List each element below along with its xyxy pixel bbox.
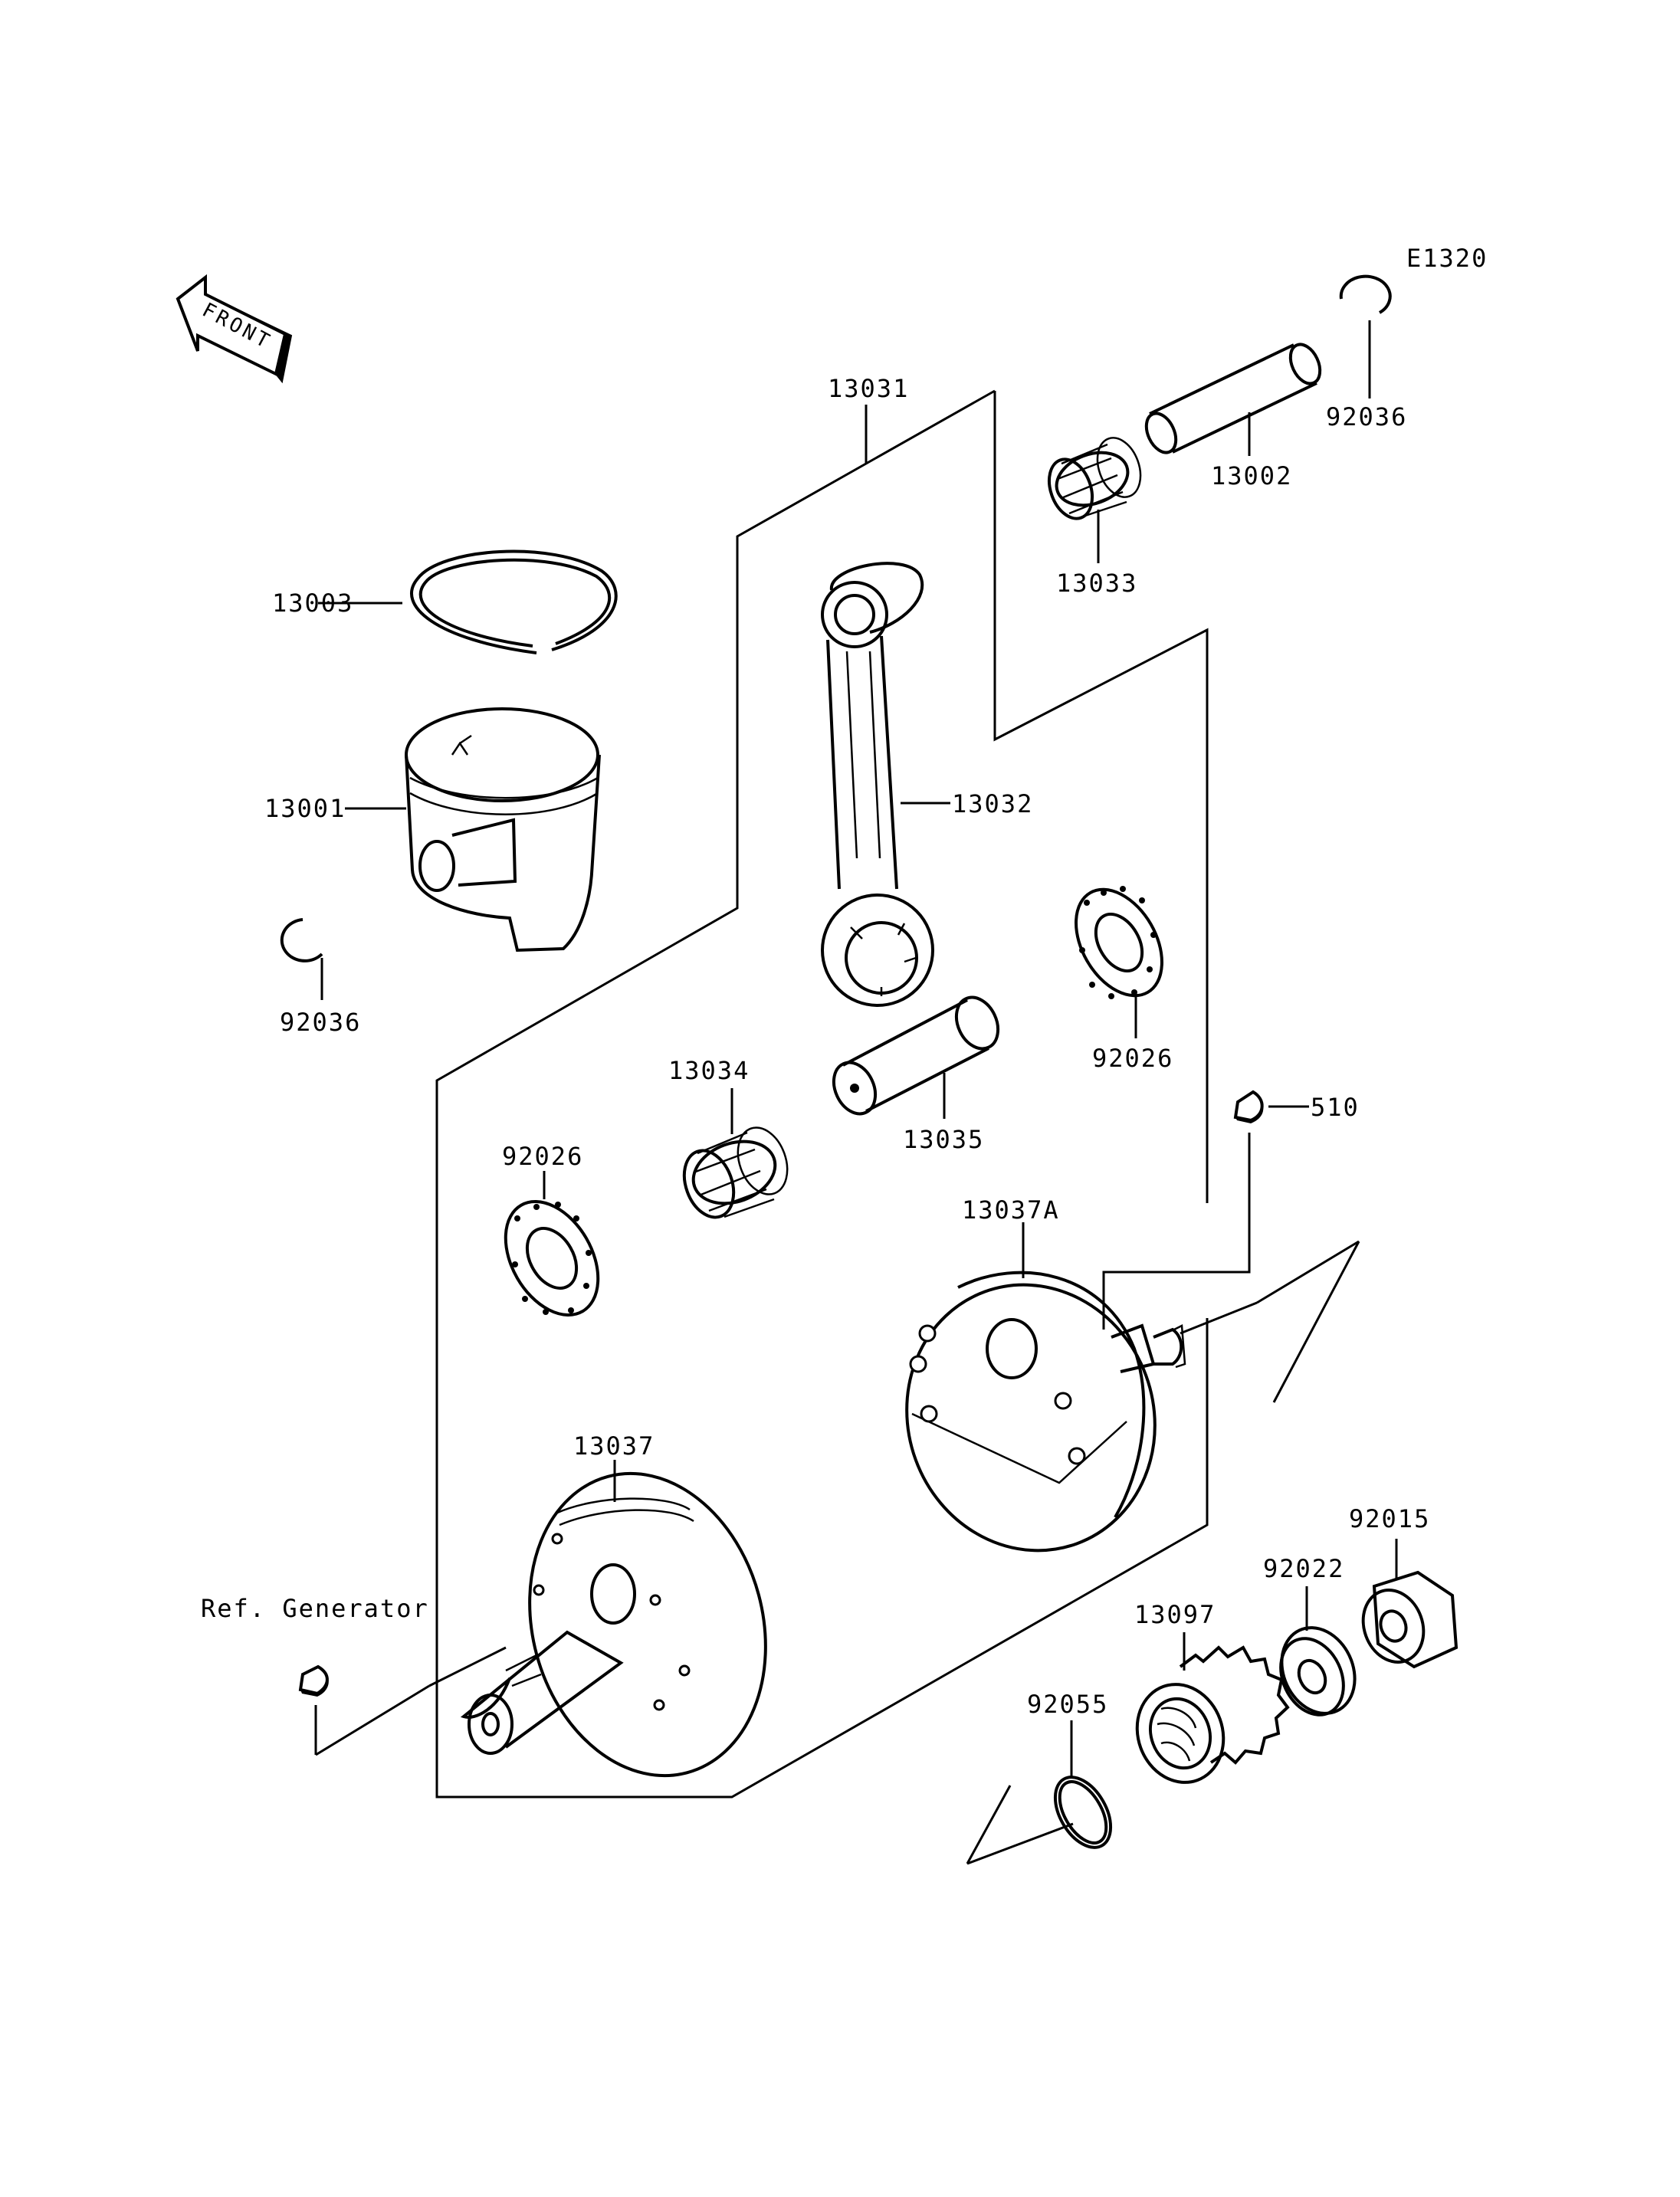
assembly-frame (435, 389, 1251, 1799)
label-92026-right: 92026 (1092, 1044, 1173, 1073)
crank-half-13037 (428, 1460, 767, 1778)
label-13035: 13035 (903, 1125, 984, 1154)
washer-holes-left (512, 1202, 592, 1315)
label-13097: 13097 (1134, 1600, 1216, 1629)
diagram-code: E1320 (1406, 244, 1488, 273)
thrust-washer-92026-right (1075, 886, 1163, 1038)
label-13003: 13003 (272, 589, 353, 618)
label-92022: 92022 (1263, 1554, 1344, 1583)
label-92036-left: 92036 (280, 1008, 361, 1037)
crank-pin-13035 (832, 995, 1000, 1119)
needle-bearing-13034 (682, 1088, 789, 1219)
piston-ring-13003 (318, 549, 618, 654)
woodruff-key-510 (1233, 1090, 1309, 1157)
front-arrow-icon: FRONT (176, 274, 293, 384)
needle-bearing-13033 (1047, 437, 1142, 563)
thrust-washer-92026-left (504, 1171, 600, 1317)
generator-key (298, 1664, 430, 1756)
circlip-92036-top (1339, 274, 1392, 398)
label-13032: 13032 (952, 789, 1033, 818)
label-13037: 13037 (573, 1431, 655, 1461)
piston-13001 (345, 707, 601, 953)
label-ref-generator: Ref. Generator (201, 1594, 429, 1623)
label-13034: 13034 (668, 1056, 750, 1085)
label-13037A: 13037A (962, 1195, 1060, 1225)
label-13031: 13031 (828, 374, 909, 403)
piston-pin-13002 (1144, 343, 1322, 456)
axis-arrow-right (1256, 1240, 1360, 1403)
washer-92022 (1279, 1586, 1357, 1717)
label-13002: 13002 (1211, 461, 1292, 490)
label-13033: 13033 (1056, 569, 1137, 598)
label-92015: 92015 (1349, 1504, 1430, 1533)
label-13001: 13001 (264, 794, 346, 823)
crank-half-13037A (905, 1222, 1258, 1553)
washer-holes-right (1079, 886, 1157, 999)
connecting-rod-13032 (821, 562, 950, 1007)
o-ring-92055 (966, 1720, 1113, 1865)
label-92055: 92055 (1027, 1690, 1108, 1719)
label-92036-top: 92036 (1326, 402, 1407, 431)
gear-13097 (1135, 1632, 1290, 1784)
circlip-92036-left (280, 918, 323, 1000)
nut-92015 (1361, 1539, 1459, 1669)
label-510: 510 (1311, 1093, 1360, 1122)
label-92026-left: 92026 (502, 1142, 583, 1171)
